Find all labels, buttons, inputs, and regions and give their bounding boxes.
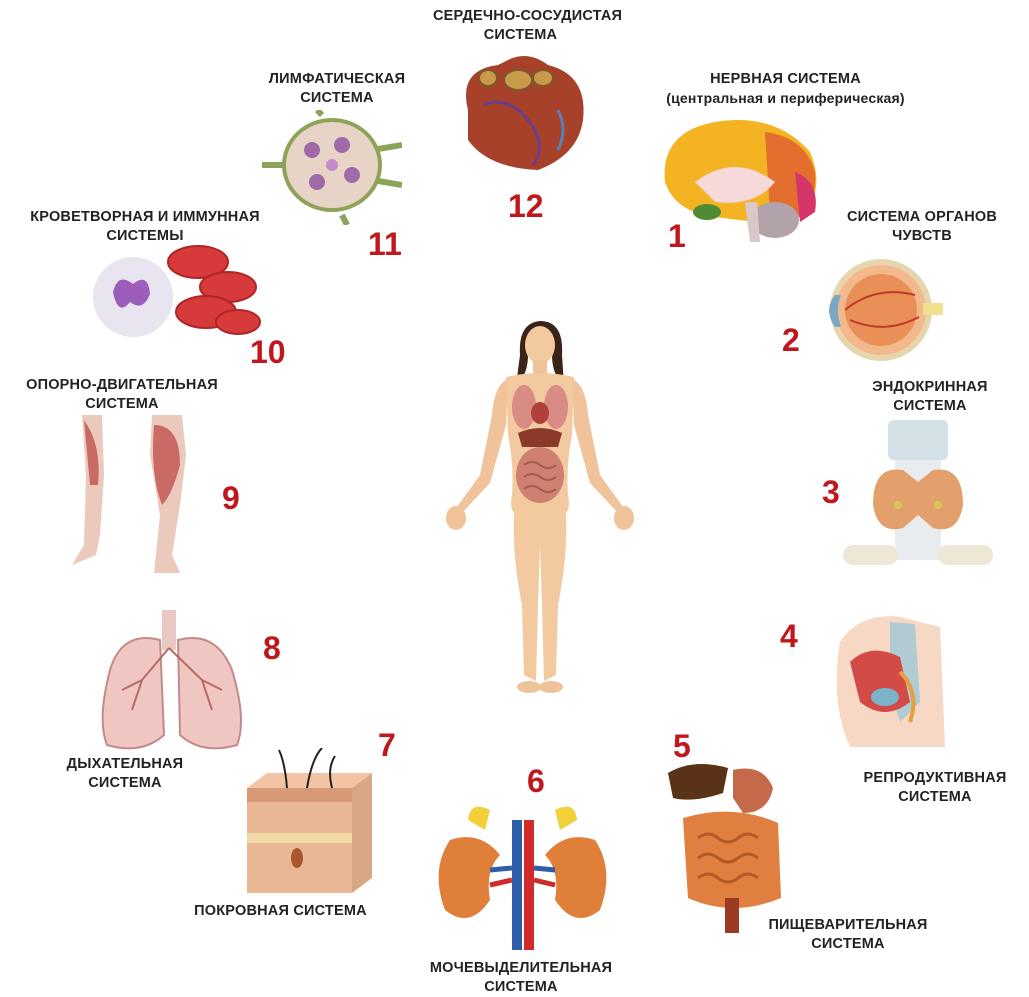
heart-icon xyxy=(448,50,598,175)
number-4: 4 xyxy=(780,618,798,655)
number-7: 7 xyxy=(378,727,396,764)
lymph-node-icon xyxy=(262,110,402,225)
skin-icon xyxy=(247,748,372,898)
thyroid-icon xyxy=(843,420,993,580)
eye-icon xyxy=(815,255,945,365)
number-3: 3 xyxy=(822,474,840,511)
pelvis-icon xyxy=(830,612,950,752)
label-digestive-system: ПИЩЕВАРИТЕЛЬНАЯ СИСТЕМА xyxy=(758,916,938,954)
label-endocrine-system: ЭНДОКРИННАЯ СИСТЕМА xyxy=(860,378,1000,416)
blood-cells-icon xyxy=(88,232,263,347)
number-8: 8 xyxy=(263,630,281,667)
label-cardiovascular-system: СЕРДЕЧНО-СОСУДИСТАЯ СИСТЕМА xyxy=(433,7,608,45)
label-hematopoietic-immune-system: КРОВЕТВОРНАЯ И ИММУННАЯ СИСТЕМЫ xyxy=(15,208,275,246)
human-body-figure xyxy=(440,315,640,700)
label-reproductive-system: РЕПРОДУКТИВНАЯ СИСТЕМА xyxy=(850,769,1020,807)
label-nervous-system: НЕРВНАЯ СИСТЕМА xyxy=(683,70,888,89)
lungs-icon xyxy=(92,610,252,755)
number-5: 5 xyxy=(673,728,691,765)
number-12: 12 xyxy=(508,188,544,225)
digestive-icon xyxy=(663,758,798,938)
number-11: 11 xyxy=(368,226,402,263)
label-respiratory-system: ДЫХАТЕЛЬНАЯ СИСТЕМА xyxy=(55,755,195,793)
legs-icon xyxy=(62,415,202,580)
label-integumentary-system: ПОКРОВНАЯ СИСТЕМА xyxy=(183,902,378,921)
label-lymphatic-system: ЛИМФАТИЧЕСКАЯ СИСТЕМА xyxy=(262,70,412,108)
label-nervous-system-detail: (центральная и периферическая) xyxy=(648,89,923,108)
label-urinary-system: МОЧЕВЫДЕЛИТЕЛЬНАЯ СИСТЕМА xyxy=(421,959,621,997)
label-sensory-system: СИСТЕМА ОРГАНОВ ЧУВСТВ xyxy=(842,208,1002,246)
number-6: 6 xyxy=(527,763,545,800)
kidneys-icon xyxy=(430,800,615,950)
number-9: 9 xyxy=(222,480,240,517)
number-2: 2 xyxy=(782,322,800,359)
number-1: 1 xyxy=(668,218,686,255)
number-10: 10 xyxy=(250,334,286,371)
label-musculoskeletal-system: ОПОРНО-ДВИГАТЕЛЬНАЯ СИСТЕМА xyxy=(7,376,237,414)
